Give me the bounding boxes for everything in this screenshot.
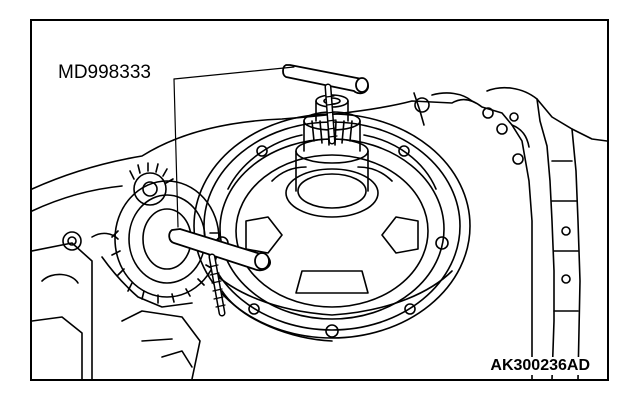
transmission-illustration — [32, 64, 607, 379]
figure-code-label: AK300236AD — [487, 357, 593, 375]
oil-pump-housing — [193, 113, 471, 342]
transmission-case — [32, 86, 607, 379]
tool-part-number-label: MD998333 — [56, 62, 153, 83]
special-tool — [168, 64, 369, 317]
illustration-frame: MD998333 AK300236AD — [30, 19, 609, 381]
